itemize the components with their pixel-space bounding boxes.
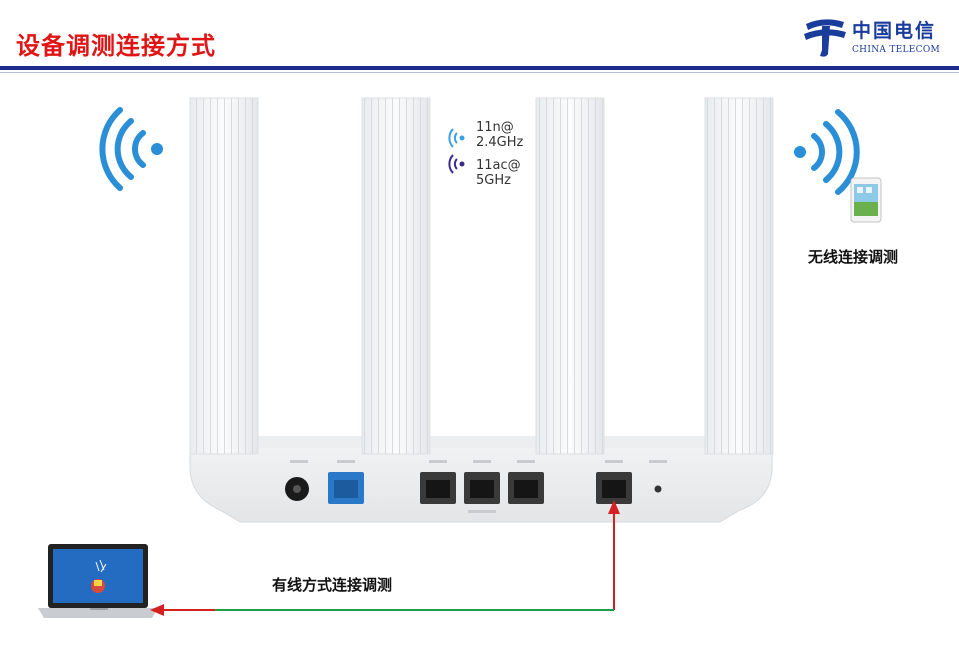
header-divider-thin — [0, 72, 959, 73]
antenna-base — [255, 436, 365, 448]
wifi-5g-icon — [448, 154, 465, 174]
antenna — [704, 97, 774, 455]
reset-button — [654, 485, 662, 493]
page-title: 设备调测连接方式 — [16, 32, 216, 60]
wifi-2g-icon — [448, 128, 465, 148]
wired-test-label: 有线方式连接调测 — [272, 576, 393, 594]
telecom-emblem-icon — [804, 19, 846, 57]
antenna-base — [600, 436, 710, 448]
antenna-base — [428, 436, 538, 448]
antenna — [189, 97, 259, 455]
wifi-signal-icon — [99, 107, 163, 191]
logo-name-en: CHINA TELECOM — [852, 45, 941, 55]
wifi-signal-icon — [794, 109, 860, 195]
wireless-test-label: 无线连接调测 — [808, 248, 899, 266]
router — [189, 97, 774, 523]
antenna — [535, 97, 605, 455]
header-divider — [0, 66, 959, 70]
china-telecom-logo: 中国电信 CHINA TELECOM — [800, 14, 950, 62]
laptop-icon — [38, 544, 158, 618]
antenna — [361, 97, 431, 455]
smartphone-icon — [850, 177, 882, 223]
band-label-5g: 11ac@ 5GHz — [476, 158, 521, 188]
band-label-2g: 11n@ 2.4GHz — [476, 120, 524, 150]
ethernet-cable — [150, 500, 620, 616]
logo-name-cn: 中国电信 — [852, 20, 937, 42]
